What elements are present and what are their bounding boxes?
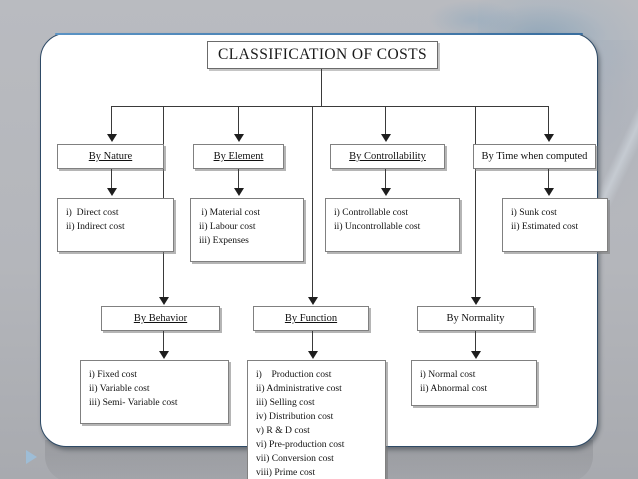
arrow-to-by-behavior	[159, 297, 169, 305]
node-by-controllability-label: By Controllability	[349, 151, 426, 162]
arrow-to-by-function	[308, 297, 318, 305]
node-by-element[interactable]: By Element	[193, 144, 284, 169]
play-triangle-icon	[26, 450, 37, 464]
connector-by-normality-to-list	[475, 331, 476, 353]
list-by-controllability: i) Controllable cost ii) Uncontrollable …	[325, 198, 460, 252]
diagram-title-box: CLASSIFICATION OF COSTS	[207, 41, 438, 69]
list-item: i) Material cost	[199, 207, 261, 218]
list-item: ii) Variable cost	[89, 383, 150, 394]
list-item: iii) Selling cost	[256, 397, 315, 408]
arrow-by-behavior-to-list	[159, 351, 169, 359]
arrow-by-time-to-list	[544, 188, 554, 196]
list-item: i) Production cost	[256, 369, 332, 380]
arrow-to-by-element	[234, 134, 244, 142]
node-by-time-when-computed-label: By Time when computed	[481, 151, 588, 162]
list-by-element: i) Material cost ii) Labour cost iii) Ex…	[190, 198, 304, 262]
arrow-to-by-controllability	[381, 134, 391, 142]
connector-by-function-to-list	[312, 331, 313, 353]
connector-root-stem	[321, 69, 322, 106]
page-title: CLASSIFICATION OF COSTS	[217, 46, 428, 63]
arrow-by-element-to-list	[234, 188, 244, 196]
list-by-nature: i) Direct cost ii) Indirect cost	[57, 198, 174, 252]
connector-drop-by-time	[548, 106, 549, 136]
list-item: ii) Administrative cost	[256, 383, 342, 394]
list-item: i) Normal cost	[420, 369, 476, 380]
list-item: ii) Abnormal cost	[420, 383, 488, 394]
list-by-behavior: i) Fixed cost ii) Variable cost iii) Sem…	[80, 360, 229, 424]
list-item: ii) Labour cost	[199, 221, 256, 232]
list-by-normality: i) Normal cost ii) Abnormal cost	[411, 360, 537, 406]
list-item: ii) Indirect cost	[66, 221, 125, 232]
connector-drop-by-nature	[111, 106, 112, 136]
arrow-by-normality-to-list	[471, 351, 481, 359]
list-item: viii) Prime cost	[256, 467, 316, 478]
arrow-to-by-normality	[471, 297, 481, 305]
list-item: iii) Semi- Variable cost	[89, 397, 178, 408]
node-by-element-label: By Element	[213, 151, 264, 162]
connector-by-controllability-to-list	[385, 169, 386, 190]
arrow-by-nature-to-list	[107, 188, 117, 196]
connector-by-element-to-list	[238, 169, 239, 190]
connector-drop-by-controllability	[385, 106, 386, 136]
connector-by-time-to-list	[548, 169, 549, 190]
arrow-by-function-to-list	[308, 351, 318, 359]
list-item: v) R & D cost	[256, 425, 310, 436]
connector-by-nature-to-list	[111, 169, 112, 190]
list-item: iv) Distribution cost	[256, 411, 334, 422]
list-by-time-when-computed: i) Sunk cost ii) Estimated cost	[502, 198, 608, 252]
arrow-to-by-nature	[107, 134, 117, 142]
node-by-normality-label: By Normality	[446, 313, 505, 324]
list-item: i) Fixed cost	[89, 369, 137, 380]
arrow-by-controllability-to-list	[381, 188, 391, 196]
node-by-function[interactable]: By Function	[253, 306, 369, 331]
connector-drop-by-element	[238, 106, 239, 136]
list-item: i) Sunk cost	[511, 207, 557, 218]
node-by-function-label: By Function	[284, 313, 338, 324]
node-by-normality[interactable]: By Normality	[417, 306, 534, 331]
list-item: ii) Estimated cost	[511, 221, 579, 232]
arrow-to-by-time	[544, 134, 554, 142]
node-by-nature[interactable]: By Nature	[57, 144, 164, 169]
node-by-time-when-computed[interactable]: By Time when computed	[473, 144, 596, 169]
connector-drop-by-function	[312, 106, 313, 299]
content-card: CLASSIFICATION OF COSTS By Nature i)	[40, 33, 608, 479]
node-by-nature-label: By Nature	[88, 151, 133, 162]
node-by-behavior[interactable]: By Behavior	[101, 306, 220, 331]
node-by-controllability[interactable]: By Controllability	[330, 144, 445, 169]
node-by-behavior-label: By Behavior	[133, 313, 188, 324]
list-item: iii) Expenses	[199, 235, 249, 246]
list-item: ii) Uncontrollable cost	[334, 221, 421, 232]
connector-by-behavior-to-list	[163, 331, 164, 353]
connector-bus	[111, 106, 548, 107]
list-item: i) Direct cost	[66, 207, 119, 218]
list-by-function: i) Production cost ii) Administrative co…	[247, 360, 386, 479]
list-item: i) Controllable cost	[334, 207, 409, 218]
connector-drop-by-normality	[475, 106, 476, 299]
list-item: vi) Pre-production cost	[256, 439, 345, 450]
list-item: vii) Conversion cost	[256, 453, 334, 464]
